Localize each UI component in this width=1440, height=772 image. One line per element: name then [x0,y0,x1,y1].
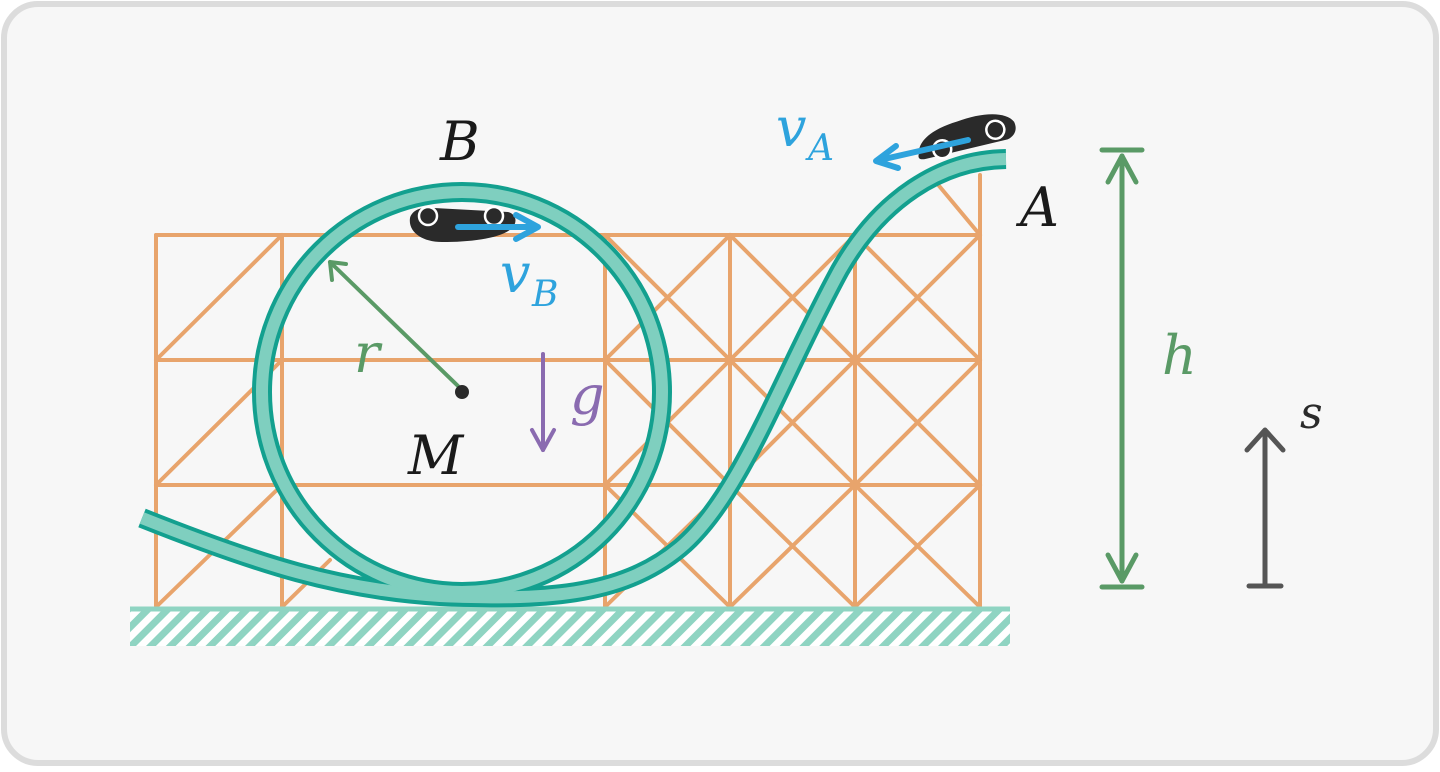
label-position: s [1300,388,1323,439]
label-height: h [1162,324,1197,387]
label-velocity-b-sub: B [531,274,558,315]
label-point-b: B [439,110,480,173]
ground [130,606,1010,646]
label-velocity-a-sub: A [805,128,834,169]
label-velocity-a: v [776,96,807,159]
label-radius: r [354,322,383,385]
label-gravity: g [570,364,605,427]
velocity-b-arrow [455,212,541,242]
label-point-a: A [1015,176,1059,239]
radius-arrow [328,260,460,388]
label-velocity-b: v [500,242,531,305]
height-dimension [1099,147,1145,590]
coaster-track [138,149,1007,608]
gravity-arrow [530,352,556,452]
label-center: M [407,424,465,487]
velocity-a-arrow [873,137,971,171]
position-axis-arrow [1244,427,1286,589]
center-point [455,385,469,399]
